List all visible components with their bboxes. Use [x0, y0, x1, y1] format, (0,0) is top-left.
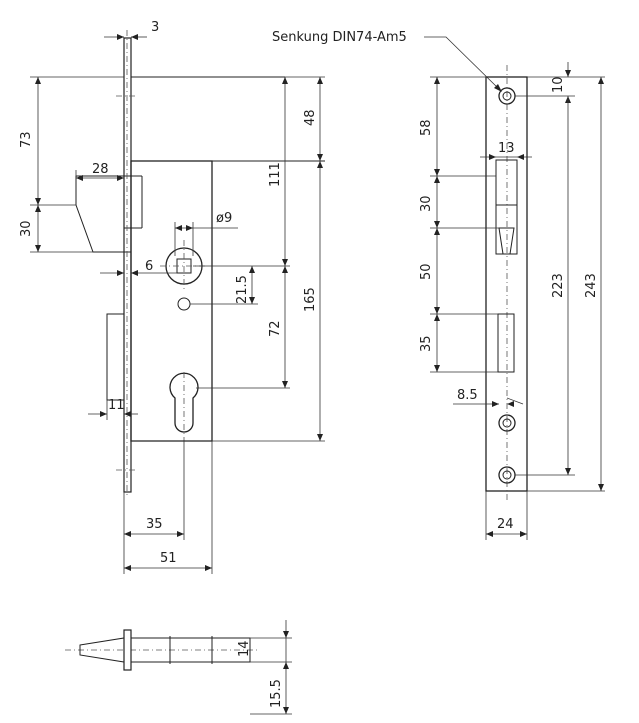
dim-50: 50 — [419, 263, 434, 280]
dim-30-latch: 30 — [19, 220, 34, 237]
dim-243: 243 — [584, 273, 599, 298]
bolt-detail-view — [65, 620, 292, 715]
countersink-label: Senkung DIN74-Am5 — [272, 30, 407, 45]
dim-8-5: 8.5 — [457, 388, 478, 403]
faceplate-outline — [485, 76, 528, 492]
dim-35-bolt-opening: 35 — [419, 335, 434, 352]
latch-opening — [495, 159, 518, 255]
dimension-labels: Senkung DIN74-Am5 3 73 28 30 48 111 ø9 6… — [19, 20, 599, 708]
lock-body-view — [75, 30, 325, 497]
dim-3: 3 — [151, 20, 159, 35]
profile-cylinder-cutout — [169, 372, 199, 433]
dim-58: 58 — [419, 119, 434, 136]
dim-24: 24 — [497, 517, 514, 532]
dim-111: 111 — [268, 162, 283, 187]
dim-48: 48 — [303, 109, 318, 126]
dim-14: 14 — [237, 640, 252, 657]
dim-diameter-9: ø9 — [216, 211, 232, 226]
latch-bolt — [75, 175, 131, 253]
dim-10: 10 — [551, 76, 566, 93]
dim-73: 73 — [19, 131, 34, 148]
dead-bolt — [106, 313, 125, 401]
lock-case — [130, 160, 213, 442]
dim-35-width: 35 — [146, 517, 163, 532]
dim-21-5: 21.5 — [235, 275, 250, 304]
bolt-flange — [123, 629, 132, 671]
dim-165: 165 — [303, 287, 318, 312]
dim-11: 11 — [108, 398, 125, 413]
dim-6: 6 — [145, 259, 153, 274]
faceplate-view — [485, 65, 528, 503]
dim-28: 28 — [92, 162, 109, 177]
screw-hole-middle — [498, 414, 516, 432]
fixing-hole — [177, 297, 191, 311]
bolt-shank — [130, 637, 251, 663]
dim-51: 51 — [160, 551, 177, 566]
bolt-opening — [497, 313, 515, 373]
dim-223: 223 — [551, 273, 566, 298]
dim-15-5: 15.5 — [269, 679, 284, 708]
faceplate-dimensions — [424, 36, 605, 540]
dim-30-faceplate: 30 — [419, 195, 434, 212]
lock-body-dimensions — [30, 34, 325, 574]
dim-13: 13 — [498, 141, 515, 156]
faceplate-strip — [123, 37, 132, 493]
dim-72: 72 — [268, 320, 283, 337]
